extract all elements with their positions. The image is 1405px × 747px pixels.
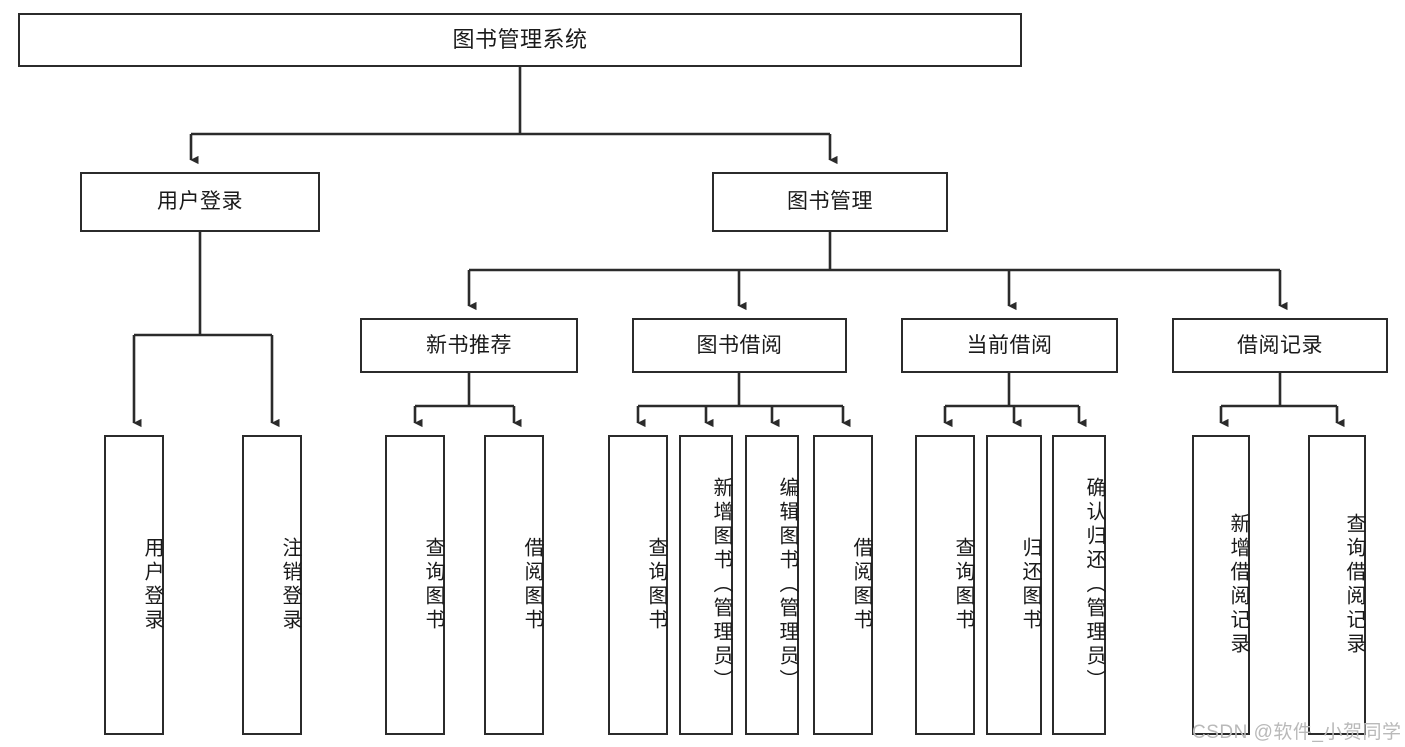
node-label: 查询图书 — [952, 537, 974, 633]
node-leaf-borrow-book[interactable]: 借阅图书 — [813, 435, 873, 735]
node-label: 查询借阅记录 — [1343, 513, 1365, 657]
node-root[interactable]: 图书管理系统 — [18, 13, 1022, 67]
node-leaf-add-book[interactable]: 新增图书（管理员） — [679, 435, 733, 735]
node-leaf-confirm-return[interactable]: 确认归还（管理员） — [1052, 435, 1106, 735]
node-leaf-edit-book[interactable]: 编辑图书（管理员） — [745, 435, 799, 735]
node-leaf-add-borrow-record[interactable]: 新增借阅记录 — [1192, 435, 1250, 735]
node-leaf-return-book[interactable]: 归还图书 — [986, 435, 1042, 735]
node-leaf-user-login[interactable]: 用户登录 — [104, 435, 164, 735]
node-label: 图书管理 — [787, 190, 873, 214]
node-new-book-recommend[interactable]: 新书推荐 — [360, 318, 578, 373]
node-label: 用户登录 — [141, 537, 163, 633]
node-leaf-query-book-current[interactable]: 查询图书 — [915, 435, 975, 735]
node-user-login[interactable]: 用户登录 — [80, 172, 320, 232]
node-label: 借阅记录 — [1237, 333, 1323, 357]
csdn-watermark: CSDN @软件_小贺同学 — [1192, 717, 1401, 744]
node-leaf-query-borrow-record[interactable]: 查询借阅记录 — [1308, 435, 1366, 735]
node-label: 归还图书 — [1019, 537, 1041, 633]
node-label: 确认归还（管理员） — [1083, 477, 1105, 693]
node-label: 新增借阅记录 — [1227, 513, 1249, 657]
node-label: 注销登录 — [279, 537, 301, 633]
node-current-borrow[interactable]: 当前借阅 — [901, 318, 1118, 373]
node-label: 借阅图书 — [850, 537, 872, 633]
node-label: 查询图书 — [645, 537, 667, 633]
node-book-borrow[interactable]: 图书借阅 — [632, 318, 847, 373]
node-label: 编辑图书（管理员） — [776, 477, 798, 693]
node-label: 查询图书 — [422, 537, 444, 633]
watermark-text: CSDN @软件_小贺同学 — [1192, 722, 1402, 743]
node-borrow-record[interactable]: 借阅记录 — [1172, 318, 1388, 373]
node-leaf-logout[interactable]: 注销登录 — [242, 435, 302, 735]
node-book-management[interactable]: 图书管理 — [712, 172, 948, 232]
node-label: 用户登录 — [157, 190, 243, 214]
node-label: 新增图书（管理员） — [710, 477, 732, 693]
node-label: 新书推荐 — [426, 333, 512, 357]
node-leaf-query-book-recommend[interactable]: 查询图书 — [385, 435, 445, 735]
node-leaf-borrow-book-recommend[interactable]: 借阅图书 — [484, 435, 544, 735]
node-label: 图书借阅 — [696, 333, 783, 357]
node-label: 图书管理系统 — [452, 26, 588, 52]
node-leaf-query-book-borrow[interactable]: 查询图书 — [608, 435, 668, 735]
node-label: 当前借阅 — [966, 333, 1053, 357]
node-label: 借阅图书 — [521, 537, 543, 633]
